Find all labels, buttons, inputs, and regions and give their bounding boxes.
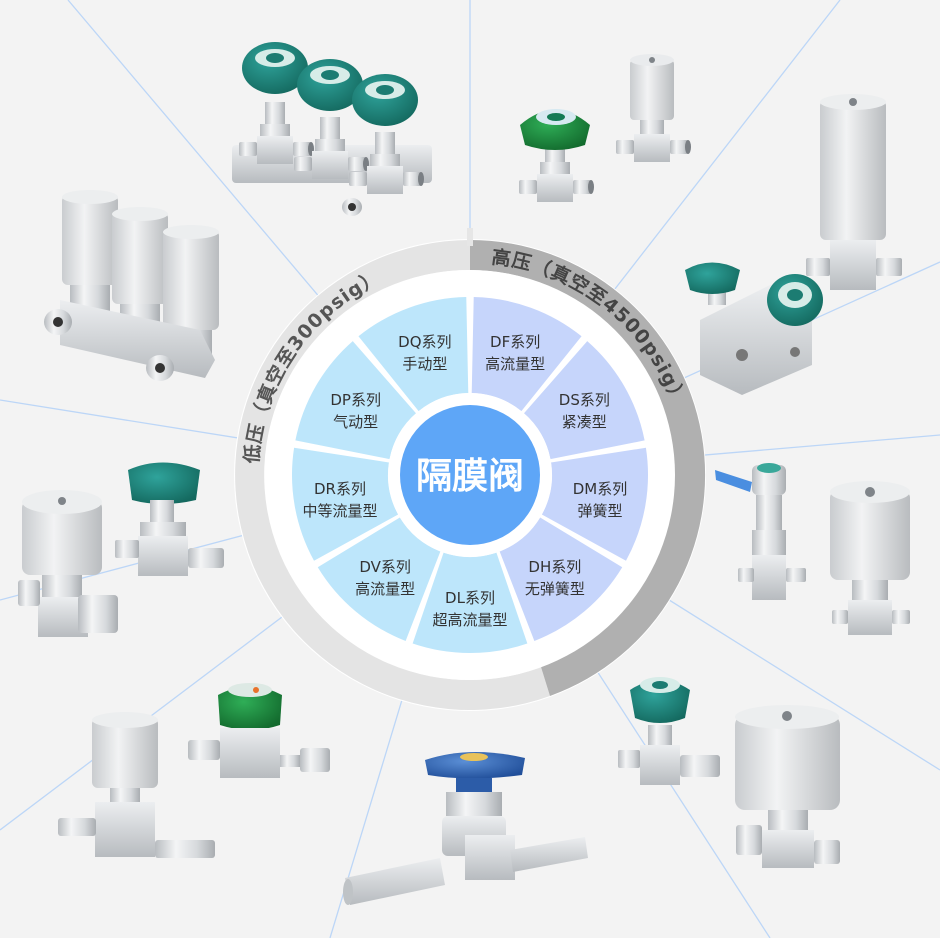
segment-series-label: DM系列 (573, 480, 628, 498)
segment-type-label: 无弹簧型 (525, 580, 585, 598)
segment-type-label: 高流量型 (485, 355, 545, 373)
high-pressure-band (470, 239, 706, 696)
segment-series-label: DL系列 (445, 589, 495, 607)
product-manifold-three-green-knob-valves[interactable] (232, 42, 432, 216)
segment-type-label: 手动型 (402, 355, 447, 373)
segment-series-label: DH系列 (528, 558, 581, 576)
segment-dr[interactable] (292, 447, 399, 561)
segment-series-label: DR系列 (314, 480, 366, 498)
segment-series-label: DP系列 (330, 391, 381, 409)
segment-type-label: 气动型 (333, 413, 378, 431)
segment-dh[interactable] (499, 517, 623, 641)
segment-type-label: 中等流量型 (302, 502, 377, 520)
product-blue-lever-and-pneumatic-valves[interactable] (715, 463, 910, 635)
center-title: 隔膜阀 (416, 456, 524, 497)
product-green-knob-and-pneumatic-valves[interactable] (519, 54, 691, 202)
segment-dm[interactable] (541, 447, 648, 561)
segment-df[interactable] (471, 297, 582, 412)
product-tall-pneumatic-and-teal-knob-block-valves[interactable] (685, 94, 902, 395)
segment-series-label: DS系列 (559, 391, 610, 409)
segment-type-label: 超高流量型 (432, 611, 507, 629)
segment-ds[interactable] (524, 341, 645, 460)
product-manifold-three-pneumatic-valves[interactable] (44, 190, 219, 381)
product-blue-handle-weld-valve[interactable] (343, 751, 588, 905)
product-pneumatic-and-green-knob-valves[interactable] (58, 683, 330, 858)
segment-type-label: 弹簧型 (577, 502, 622, 520)
segment-series-label: DV系列 (359, 558, 411, 576)
segment-type-label: 高流量型 (355, 580, 415, 598)
segment-type-label: 紧凑型 (562, 413, 607, 431)
product-pneumatic-and-teal-knob-valves[interactable] (18, 462, 224, 638)
segment-dv[interactable] (317, 517, 441, 641)
segment-series-label: DF系列 (490, 333, 540, 351)
product-teal-knob-and-pneumatic-valves[interactable] (618, 677, 840, 868)
segment-dq[interactable] (358, 297, 469, 412)
center-circle (400, 405, 540, 545)
segment-dp[interactable] (295, 341, 416, 460)
segment-dl[interactable] (412, 552, 528, 653)
segment-series-label: DQ系列 (398, 333, 451, 351)
